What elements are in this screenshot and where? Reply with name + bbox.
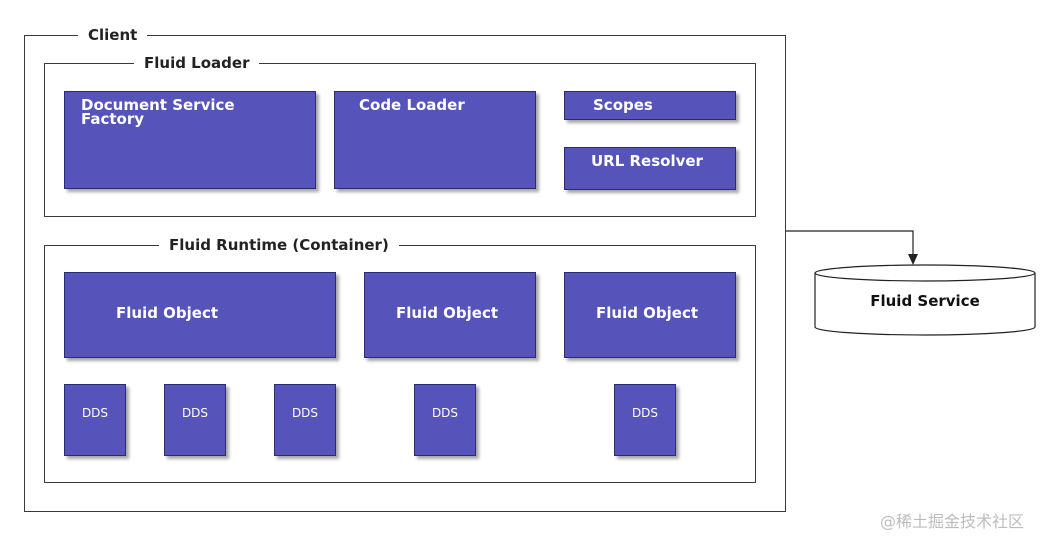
- fluid-object-box-1: Fluid Object: [64, 272, 336, 358]
- fluid-loader-label: Fluid Loader: [134, 54, 260, 72]
- dds-label-4: DDS: [431, 406, 459, 420]
- fluid-runtime-frame: [44, 245, 756, 483]
- dds-label-5: DDS: [631, 406, 659, 420]
- fluid-service-label: Fluid Service: [870, 292, 980, 310]
- client-label: Client: [78, 26, 148, 44]
- fluid-runtime-label: Fluid Runtime (Container): [159, 236, 399, 254]
- client-frame: [24, 35, 786, 512]
- dds-label-3: DDS: [291, 406, 319, 420]
- dds-box-2: DDS: [164, 384, 226, 456]
- code-loader-label: Code Loader: [359, 96, 465, 114]
- dds-label-2: DDS: [181, 406, 209, 420]
- document-service-factory-label-line1: Document Service: [81, 96, 235, 114]
- fluid-object-label-3: Fluid Object: [596, 304, 699, 322]
- scopes-label: Scopes: [593, 96, 653, 114]
- dds-box-3: DDS: [274, 384, 336, 456]
- fluid-object-box-3: Fluid Object: [564, 272, 736, 358]
- code-loader-box: Code Loader: [334, 91, 536, 189]
- dds-label-1: DDS: [81, 406, 109, 420]
- fluid-object-box-2: Fluid Object: [364, 272, 536, 358]
- document-service-factory-box: Document Service Factory: [64, 91, 316, 189]
- dds-box-4: DDS: [414, 384, 476, 456]
- scopes-box: Scopes: [564, 91, 736, 120]
- dds-box-1: DDS: [64, 384, 126, 456]
- watermark: @稀土掘金技术社区: [880, 512, 1025, 531]
- dds-box-5: DDS: [614, 384, 676, 456]
- fluid-service-database-icon: [814, 264, 1036, 336]
- url-resolver-label: URL Resolver: [591, 152, 703, 170]
- url-resolver-box: URL Resolver: [564, 147, 736, 190]
- fluid-object-label-2: Fluid Object: [396, 304, 499, 322]
- fluid-loader-frame: [44, 63, 756, 217]
- fluid-object-label-1: Fluid Object: [116, 304, 219, 322]
- document-service-factory-label-line2: Factory: [81, 110, 145, 128]
